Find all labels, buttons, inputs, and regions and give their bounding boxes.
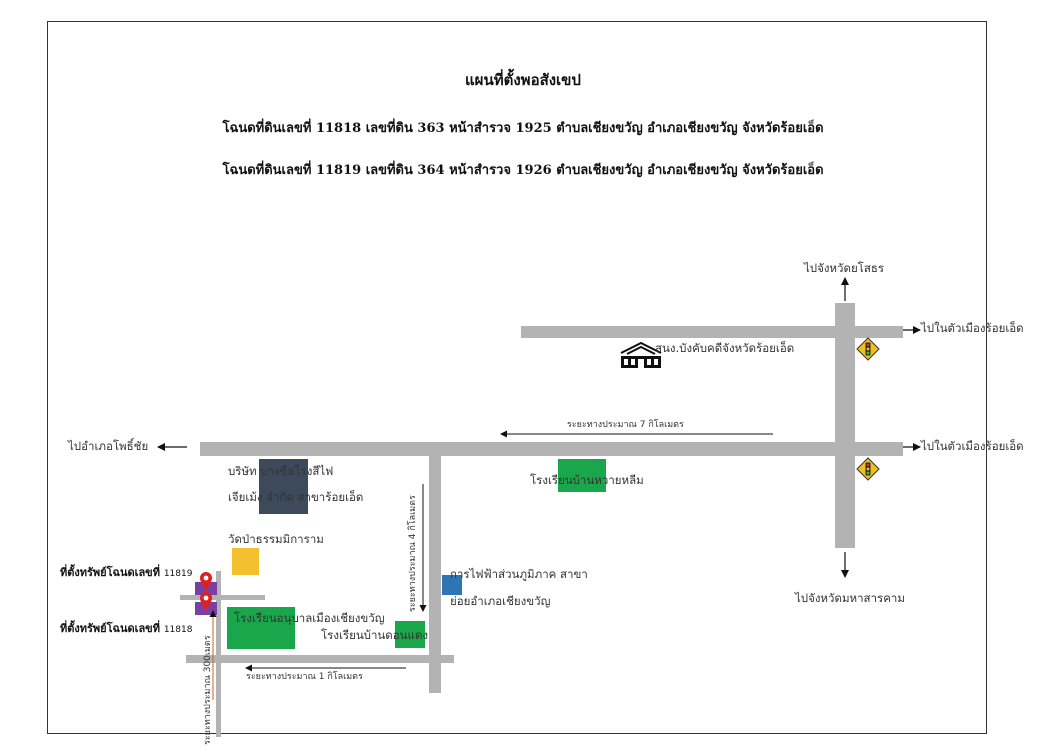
label-temple: วัดป่าธรรมมิการาม [228,532,324,546]
label-property-11819: ที่ตั้งทรัพย์โฉนดเลขที่ 11819 [60,566,192,580]
label-to-mahasarakham: ไปจังหวัดมหาสารคาม [795,591,905,605]
company-block [259,459,308,514]
label-company-line1: บริษัท บางซื่อโรงสีไฟ [228,464,334,478]
pea-block [442,575,462,595]
label-to-roiet-city-2: ไปในตัวเมืองร้อยเอ็ด [921,439,1024,453]
map-title: แผนที่ตั้งพอสังเขป [465,71,581,89]
road-vertical-highway [835,303,855,548]
kindergarten-block [227,607,295,649]
label-pea-line2: ย่อยอำเภอเชียงขวัญ [450,594,551,608]
label-school-donlaeng: โรงเรียนบ้านดอนแดง [321,628,429,642]
property-11819-number: 11819 [163,569,193,579]
label-distance-4km: ระยะทางประมาณ 4 กิโลเมตร [408,495,418,612]
label-property-11818: ที่ตั้งทรัพย์โฉนดเลขที่ 11818 [60,622,192,636]
label-kindergarten: โรงเรียนอนุบาลเมืองเชียงขวัญ [234,611,385,625]
map-frame [47,21,987,734]
map-pin-icon [200,572,212,591]
property-11818-text: ที่ตั้งทรัพย์โฉนดเลขที่ [60,622,160,635]
label-company-line2: เจียเม้ง จำกัด สาขาร้อยเอ็ด [228,490,364,504]
property-11819-text: ที่ตั้งทรัพย์โฉนดเลขที่ [60,566,160,579]
road-middle-vertical [429,456,441,693]
school-huaylim-block [558,459,606,492]
label-pea-line1: การไฟฟ้าส่วนภูมิภาค สาขา [450,567,588,581]
label-to-roiet-city-1: ไปในตัวเมืองร้อยเอ็ด [921,321,1024,335]
road-main-horizontal [200,442,903,456]
deed-11818-subtitle: โฉนดที่ดินเลขที่ 11818 เลขที่ดิน 363 หน้… [222,121,824,136]
road-short-horizontal [180,595,265,600]
temple-block [232,548,259,575]
school-donlaeng-block [395,621,425,648]
label-distance-7km: ระยะทางประมาณ 7 กิโลเมตร [567,420,684,430]
road-bottom-horizontal [186,655,454,663]
label-to-phochai: ไปอำเภอโพธิ์ชัย [68,439,149,453]
deed-11819-subtitle: โฉนดที่ดินเลขที่ 11819 เลขที่ดิน 364 หน้… [222,163,824,178]
label-distance-300m: ระยะทางประมาณ 300เมตร [203,635,213,745]
traffic-light-icon [856,337,880,361]
road-upper-horizontal [521,326,903,338]
road-left-vertical [216,571,221,737]
label-distance-1km: ระยะทางประมาณ 1 กิโลเมตร [246,672,363,682]
label-to-yasothon: ไปจังหวัดยโสธร [804,261,885,275]
building-icon [620,341,662,368]
map-pin-icon [200,592,212,611]
label-office: สนง.บังคับคดีจังหวัดร้อยเอ็ด [655,341,795,355]
label-school-huaylim: โรงเรียนบ้านหวายหลีม [530,473,644,487]
traffic-light-icon [856,457,880,481]
property-11818-number: 11818 [163,625,193,635]
